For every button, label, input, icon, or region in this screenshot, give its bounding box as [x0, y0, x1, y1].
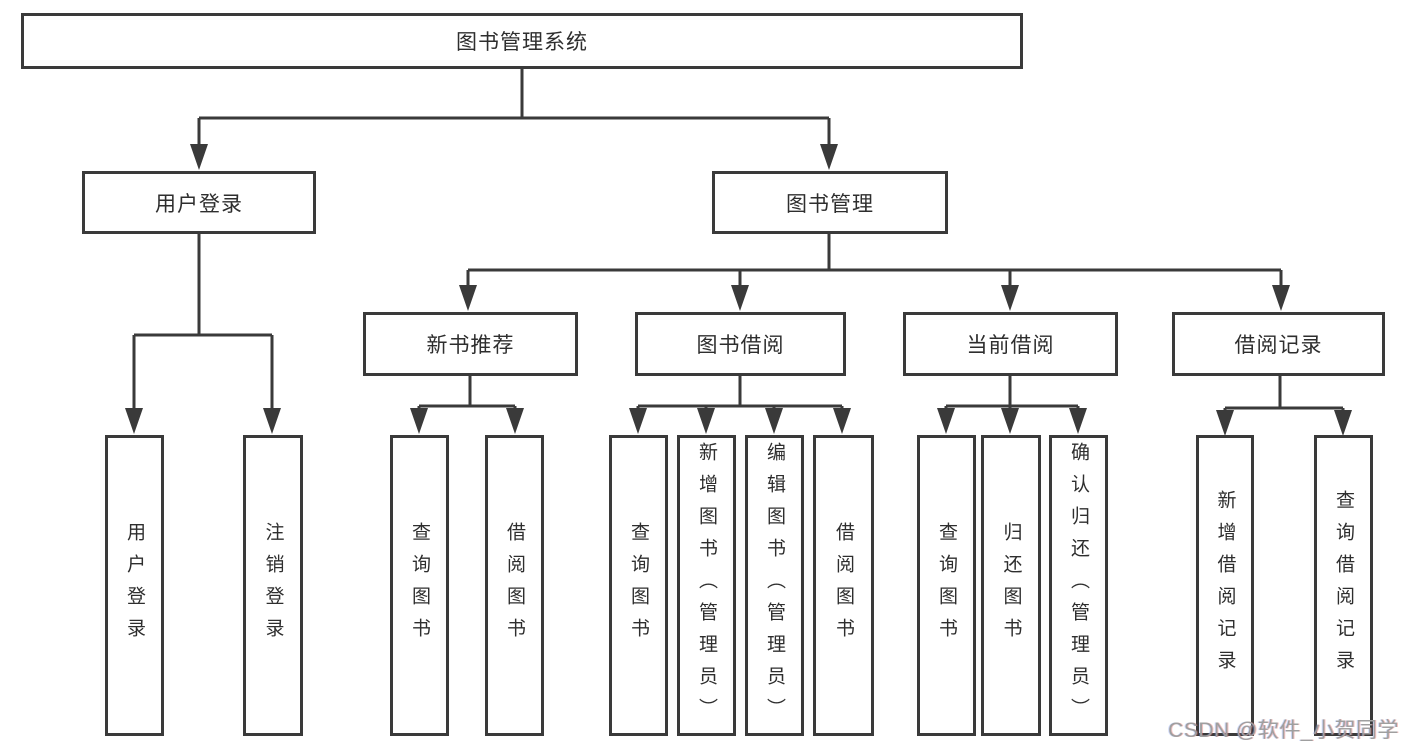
leaf-edit-books-admin: 编辑图书（管理员）	[745, 435, 804, 736]
tree-edges	[132, 68, 1345, 411]
node-label: 当前借阅	[966, 334, 1055, 357]
leaf-return-books: 归还图书	[981, 435, 1041, 736]
leaf-logout-login: 注销登录	[243, 435, 303, 736]
leaf-label: 归还图书	[1000, 521, 1022, 650]
node-label: 图书管理系统	[456, 31, 588, 54]
node-root-system: 图书管理系统	[21, 13, 1023, 69]
leaf-query-borrow-record: 查询借阅记录	[1314, 435, 1373, 736]
leaf-label: 借阅图书	[504, 521, 525, 650]
leaf-query-books-current: 查询图书	[917, 435, 976, 736]
leaf-label: 新增图书（管理员）	[696, 441, 717, 730]
leaf-label: 借阅图书	[833, 521, 854, 650]
node-book-borrow: 图书借阅	[635, 312, 846, 376]
watermark: CSDN @软件_小贺同学	[1168, 719, 1399, 742]
node-label: 借阅记录	[1234, 334, 1323, 357]
leaf-label: 用户登录	[124, 521, 145, 650]
leaf-label: 查询图书	[936, 521, 957, 650]
leaf-label: 确认归还（管理员）	[1068, 441, 1089, 730]
leaf-label: 查询借阅记录	[1333, 489, 1354, 682]
node-label: 图书借阅	[696, 334, 785, 357]
leaf-label: 查询图书	[409, 521, 430, 650]
leaf-label: 编辑图书（管理员）	[764, 441, 785, 730]
node-new-book-recommend: 新书推荐	[363, 312, 578, 376]
leaf-add-books-admin: 新增图书（管理员）	[677, 435, 736, 736]
leaf-user-login: 用户登录	[105, 435, 164, 736]
node-user-login: 用户登录	[82, 171, 316, 234]
arrowhead-icons	[125, 144, 1352, 436]
node-label: 用户登录	[155, 192, 243, 216]
leaf-add-borrow-record: 新增借阅记录	[1196, 435, 1254, 736]
leaf-borrow-books: 借阅图书	[813, 435, 874, 736]
leaf-borrow-books-recommend: 借阅图书	[485, 435, 544, 736]
node-label: 图书管理	[786, 192, 874, 216]
leaf-label: 注销登录	[262, 521, 284, 650]
leaf-label: 查询图书	[628, 521, 649, 650]
node-label: 新书推荐	[426, 334, 515, 357]
node-book-management: 图书管理	[712, 171, 948, 234]
leaf-confirm-return-admin: 确认归还（管理员）	[1049, 435, 1108, 736]
node-borrow-records: 借阅记录	[1172, 312, 1385, 376]
leaf-query-books-borrow: 查询图书	[609, 435, 668, 736]
leaf-query-books-recommend: 查询图书	[390, 435, 449, 736]
node-current-borrow: 当前借阅	[903, 312, 1118, 376]
leaf-label: 新增借阅记录	[1214, 489, 1236, 682]
